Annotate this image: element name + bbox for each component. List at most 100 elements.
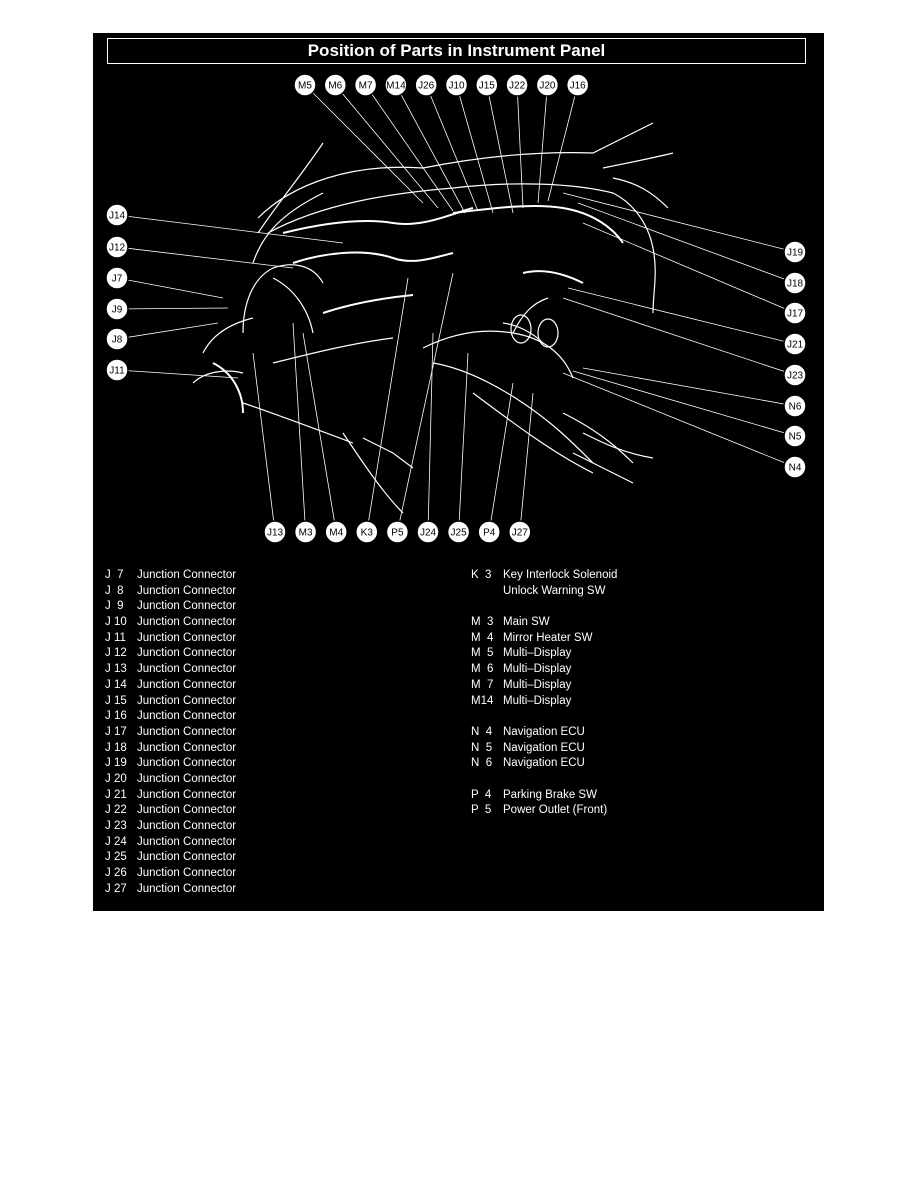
callout-label: J14 xyxy=(109,211,126,222)
callout-j8: J8 xyxy=(105,327,129,351)
leader-line-j16 xyxy=(547,84,579,202)
callout-label: M14 xyxy=(386,81,406,92)
leader-line-j23 xyxy=(562,297,796,376)
callout-label: J10 xyxy=(448,81,465,92)
callout-circle xyxy=(783,271,807,295)
legend-code: J 24 xyxy=(105,835,127,848)
legend-code: K 3 xyxy=(471,569,492,581)
legend-code: J 22 xyxy=(105,804,127,817)
legend-row xyxy=(471,709,617,725)
callout-circle xyxy=(105,235,129,259)
legend-name: Multi–Display xyxy=(503,694,572,707)
callout-j27: J27 xyxy=(508,520,532,544)
callout-label: J27 xyxy=(512,528,529,539)
legend-code: J 10 xyxy=(105,616,127,629)
legend-name: Junction Connector xyxy=(137,631,237,644)
legend-name: Junction Connector xyxy=(137,725,237,738)
legend-code: J 8 xyxy=(105,584,124,597)
callout-circle xyxy=(353,73,378,97)
diagram-panel: Position of Parts in Instrument Panel xyxy=(93,33,824,911)
callout-j14: J14 xyxy=(105,203,129,227)
callout-circle xyxy=(446,520,471,544)
callout-j24: J24 xyxy=(416,520,440,544)
callout-m5: M5 xyxy=(293,73,317,97)
callout-label: J19 xyxy=(787,248,804,259)
callout-circle xyxy=(105,203,129,227)
callout-j18: J18 xyxy=(783,271,807,295)
callout-circle xyxy=(293,520,318,544)
callout-circle xyxy=(783,363,807,387)
callout-label: J17 xyxy=(787,309,804,320)
legend-name: Junction Connector xyxy=(137,694,237,707)
callout-label: N5 xyxy=(789,432,802,443)
legend-code: M 7 xyxy=(471,678,494,691)
callout-circle xyxy=(783,332,807,356)
callout-circle xyxy=(105,266,129,290)
callout-circle xyxy=(385,520,410,544)
leader-line-m3 xyxy=(292,322,306,533)
leader-line-n6 xyxy=(582,367,796,407)
callout-m6: M6 xyxy=(323,73,348,97)
callout-label: J11 xyxy=(109,366,125,377)
legend-name: Mirror Heater SW xyxy=(503,631,593,644)
legend-name: Navigation ECU xyxy=(503,757,585,770)
legend-name: Power Outlet (Front) xyxy=(503,804,608,817)
callout-circle xyxy=(414,73,438,97)
callout-label: J23 xyxy=(787,371,804,382)
leader-line-j19 xyxy=(562,192,796,253)
legend-name: Junction Connector xyxy=(137,772,237,785)
callout-label: J15 xyxy=(479,81,496,92)
callout-label: J22 xyxy=(509,81,526,92)
leader-line-m14 xyxy=(395,84,466,214)
callout-j20: J20 xyxy=(535,73,560,97)
leader-line-m5 xyxy=(304,84,424,204)
callout-circle xyxy=(105,358,129,382)
callout-circle xyxy=(105,327,129,351)
callout-j25: J25 xyxy=(446,520,471,544)
leader-line-m7 xyxy=(365,84,454,212)
leader-line-j8 xyxy=(116,322,219,340)
callout-circle xyxy=(384,73,408,97)
legend-name: Main SW xyxy=(503,616,550,629)
legend-code: J 15 xyxy=(105,694,127,707)
callout-circle xyxy=(323,73,348,97)
leader-line-n4 xyxy=(562,372,796,468)
callout-label: J12 xyxy=(109,243,126,254)
legend-code: N 4 xyxy=(471,725,493,738)
callout-m14: M14 xyxy=(384,73,408,97)
legend-name: Multi–Display xyxy=(503,678,572,691)
legend-name: Junction Connector xyxy=(137,867,237,880)
legend-name: Parking Brake SW xyxy=(503,788,597,801)
leader-line-j22 xyxy=(516,84,524,209)
callout-circle xyxy=(263,520,287,544)
leader-line-j17 xyxy=(582,222,796,314)
legend-name: Junction Connector xyxy=(137,788,237,801)
leader-line-j9 xyxy=(116,307,229,310)
leader-line-j15 xyxy=(486,84,514,214)
callout-label: J8 xyxy=(112,335,123,346)
legend-code: J 27 xyxy=(105,882,127,895)
callout-label: N4 xyxy=(789,463,802,474)
legend-code: J 9 xyxy=(105,600,124,613)
callout-circle xyxy=(475,73,499,97)
legend-name: Junction Connector xyxy=(137,678,237,691)
callout-circle xyxy=(783,455,807,479)
legend-name: Junction Connector xyxy=(137,569,237,581)
